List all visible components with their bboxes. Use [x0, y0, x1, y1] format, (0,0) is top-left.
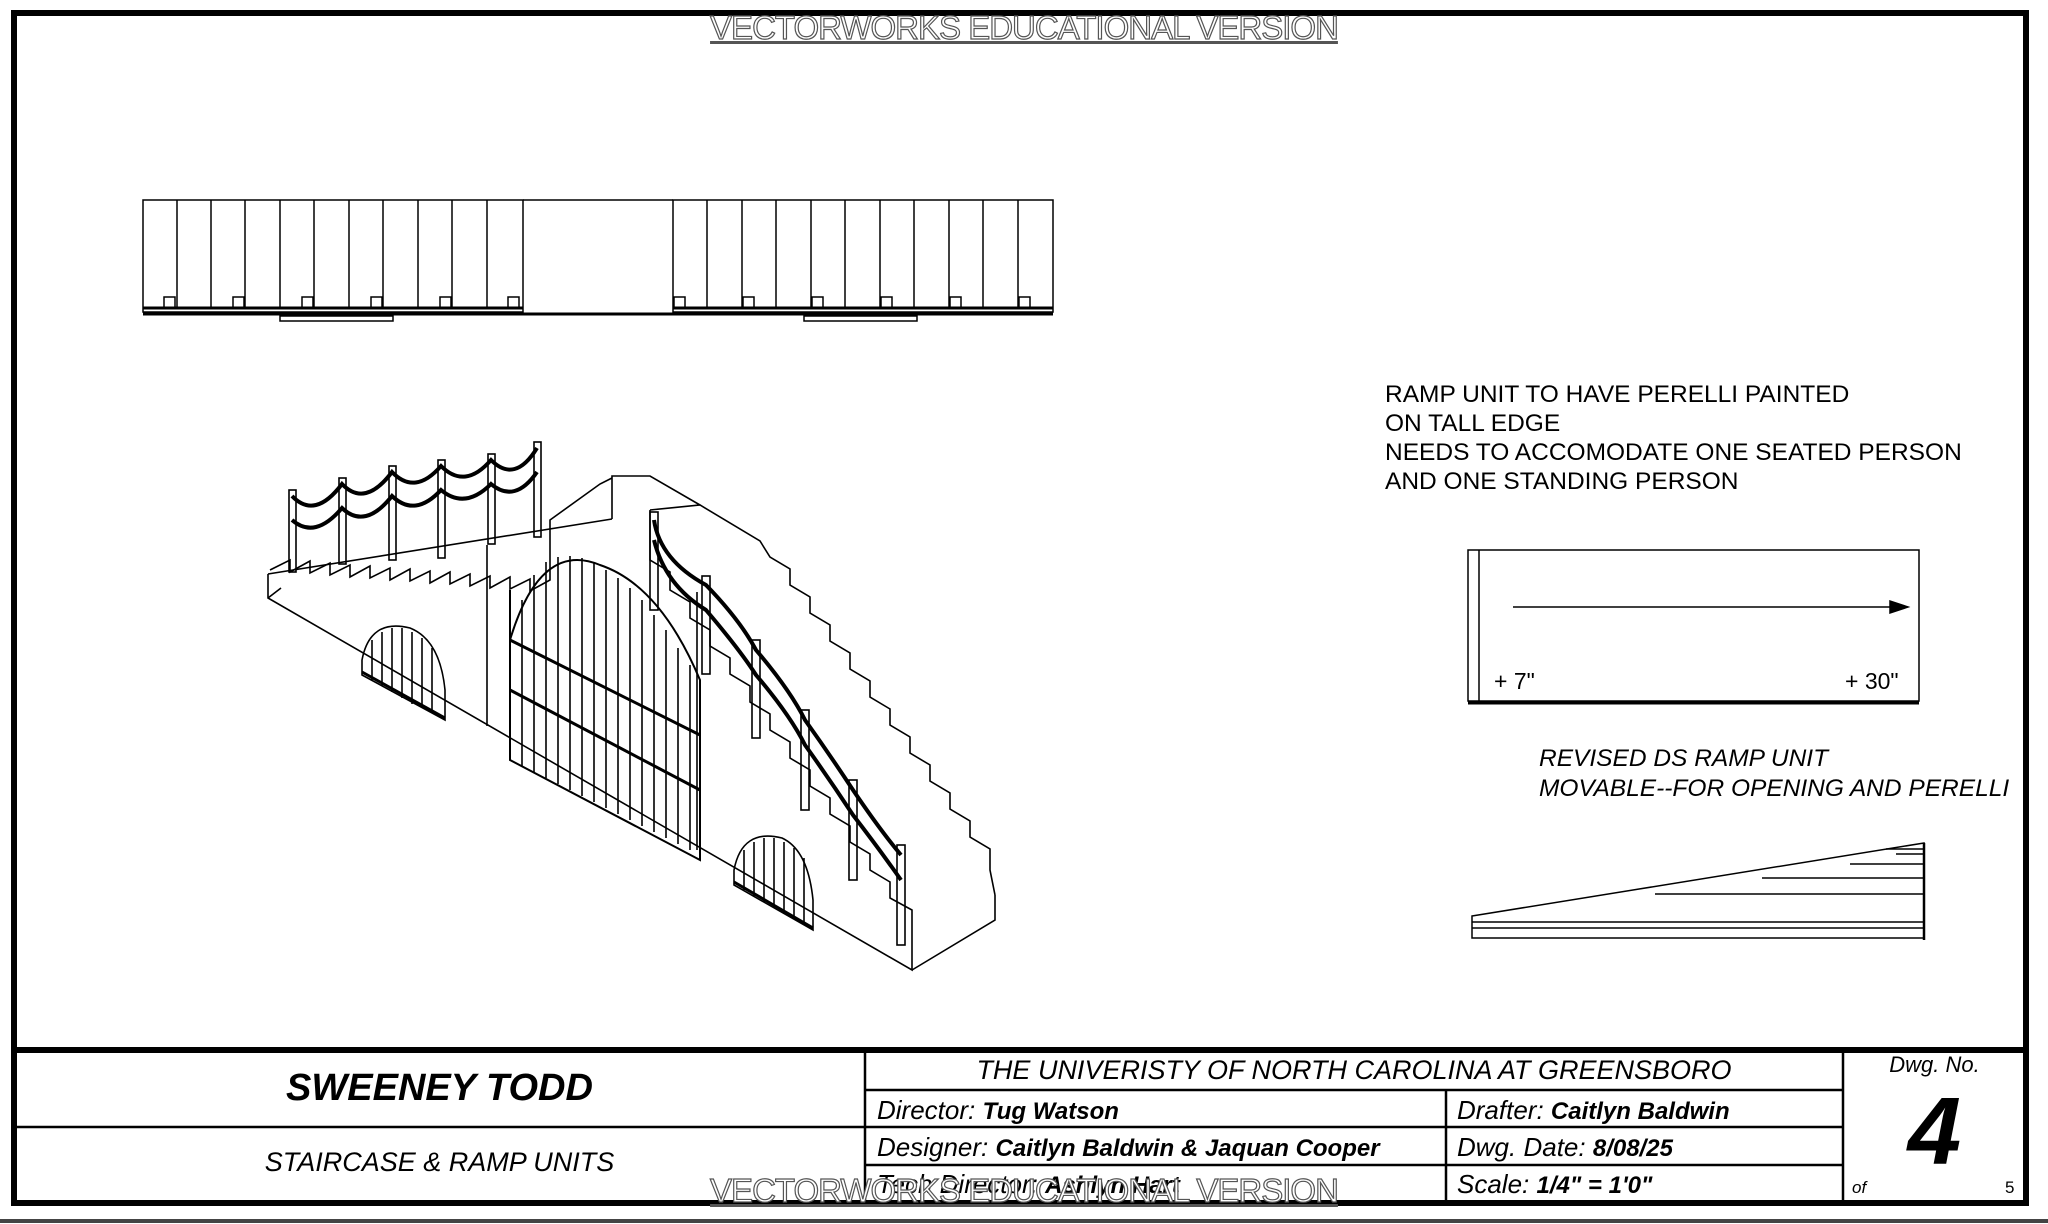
date-field: Dwg. Date: 8/08/25	[1457, 1132, 1673, 1163]
tech-director-label: Tech Director:	[877, 1169, 1038, 1199]
designer-name: Caitlyn Baldwin & Jaquan Cooper	[995, 1135, 1380, 1162]
note-line-4: AND ONE STANDING PERSON	[1385, 468, 1739, 495]
note-line-3: NEEDS TO ACCOMODATE ONE SEATED PERSON	[1385, 439, 1962, 466]
dwg-no-label: Dwg. No.	[1889, 1052, 1980, 1077]
tech-director-field: Tech Director: Ashlyn Hart	[877, 1169, 1180, 1200]
director-field: Director: Tug Watson	[877, 1095, 1119, 1126]
revised-ramp-title: REVISED DS RAMP UNIT	[1539, 745, 1829, 772]
drawing-date: 8/08/25	[1592, 1135, 1673, 1162]
scale-label: Scale:	[1457, 1169, 1530, 1199]
dwg-number: 4	[1907, 1078, 1962, 1185]
designer-field: Designer: Caitlyn Baldwin & Jaquan Coope…	[877, 1132, 1380, 1163]
plan-high-height: + 30"	[1845, 668, 1899, 694]
director-label: Director:	[877, 1095, 976, 1125]
drafter-name: Caitlyn Baldwin	[1550, 1098, 1730, 1125]
note-line-1: RAMP UNIT TO HAVE PERELLI PAINTED	[1385, 381, 1850, 408]
plan-low-height: + 7"	[1494, 668, 1535, 694]
drafter-label: Drafter:	[1457, 1095, 1544, 1125]
of-label: of	[1852, 1178, 1867, 1197]
show-title: SWEENEY TODD	[286, 1067, 593, 1109]
ramp-plan	[1467, 549, 1920, 705]
date-label: Dwg. Date:	[1457, 1132, 1586, 1162]
designer-label: Designer:	[877, 1132, 989, 1162]
total-sheets: 5	[2005, 1178, 2015, 1197]
ramp-elevation	[1471, 842, 1926, 940]
title-block-grid	[14, 1050, 1845, 1203]
sheet-title: STAIRCASE & RAMP UNITS	[264, 1147, 615, 1177]
sheet-border	[11, 10, 2029, 1206]
watermark-bottom: VECTORWORKS EDUCATIONAL VERSION	[709, 1171, 1339, 1209]
institution-name: THE UNIVERISTY OF NORTH CAROLINA AT GREE…	[976, 1055, 1732, 1085]
drawing-scale: 1/4" = 1'0"	[1536, 1172, 1653, 1199]
note-line-2: ON TALL EDGE	[1385, 410, 1561, 437]
drafter-field: Drafter: Caitlyn Baldwin	[1457, 1095, 1730, 1126]
revised-ramp-note: MOVABLE--FOR OPENING AND PERELLI	[1539, 775, 2010, 802]
isometric-staircase	[267, 441, 996, 972]
director-name: Tug Watson	[982, 1098, 1119, 1125]
scale-field: Scale: 1/4" = 1'0"	[1457, 1169, 1652, 1200]
tech-director-name: Ashlyn Hart	[1045, 1172, 1180, 1199]
front-elevation	[142, 199, 1054, 322]
watermark-top: VECTORWORKS EDUCATIONAL VERSION	[709, 8, 1339, 46]
